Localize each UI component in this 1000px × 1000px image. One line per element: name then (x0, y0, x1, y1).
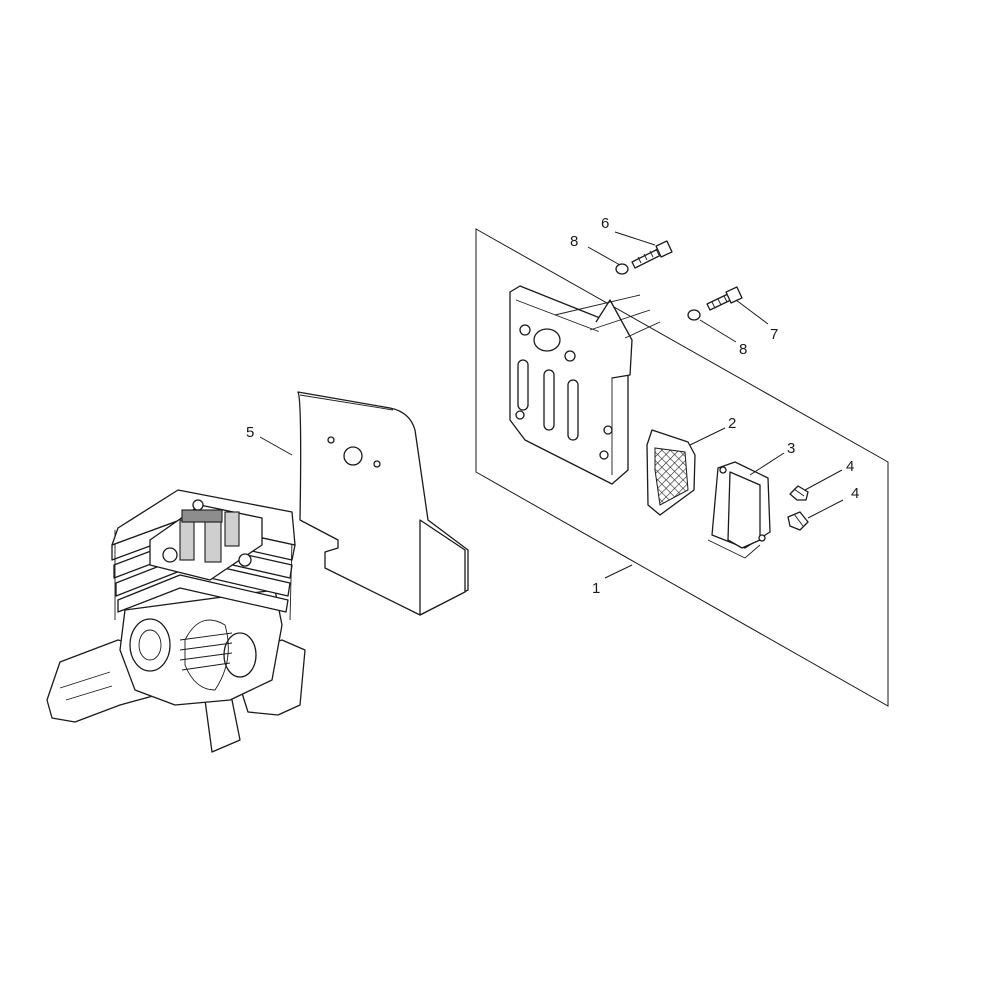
callout-8-top: 8 (570, 233, 578, 250)
screw-4-bottom (787, 511, 809, 531)
heat-shield (297, 391, 469, 616)
callout-6: 6 (601, 215, 609, 232)
callout-2: 2 (728, 415, 736, 432)
engine-cylinder-block (46, 489, 306, 753)
callout-3: 3 (787, 440, 795, 457)
callout-1: 1 (592, 580, 600, 597)
washer-8-top (615, 263, 629, 275)
assembly-outline (475, 228, 889, 707)
muffler-body (509, 285, 661, 485)
bolt-7 (706, 286, 743, 311)
washer-8-right (687, 309, 701, 321)
screw-4-top (789, 485, 809, 501)
bolt-6 (631, 240, 673, 269)
callout-4-top: 4 (846, 458, 854, 475)
callout-4-bottom: 4 (851, 485, 859, 502)
callout-5: 5 (246, 424, 254, 441)
muffler-cover (707, 461, 771, 559)
callout-8-right: 8 (739, 341, 747, 358)
spark-arrester-screen (646, 429, 696, 516)
callout-7: 7 (770, 326, 778, 343)
